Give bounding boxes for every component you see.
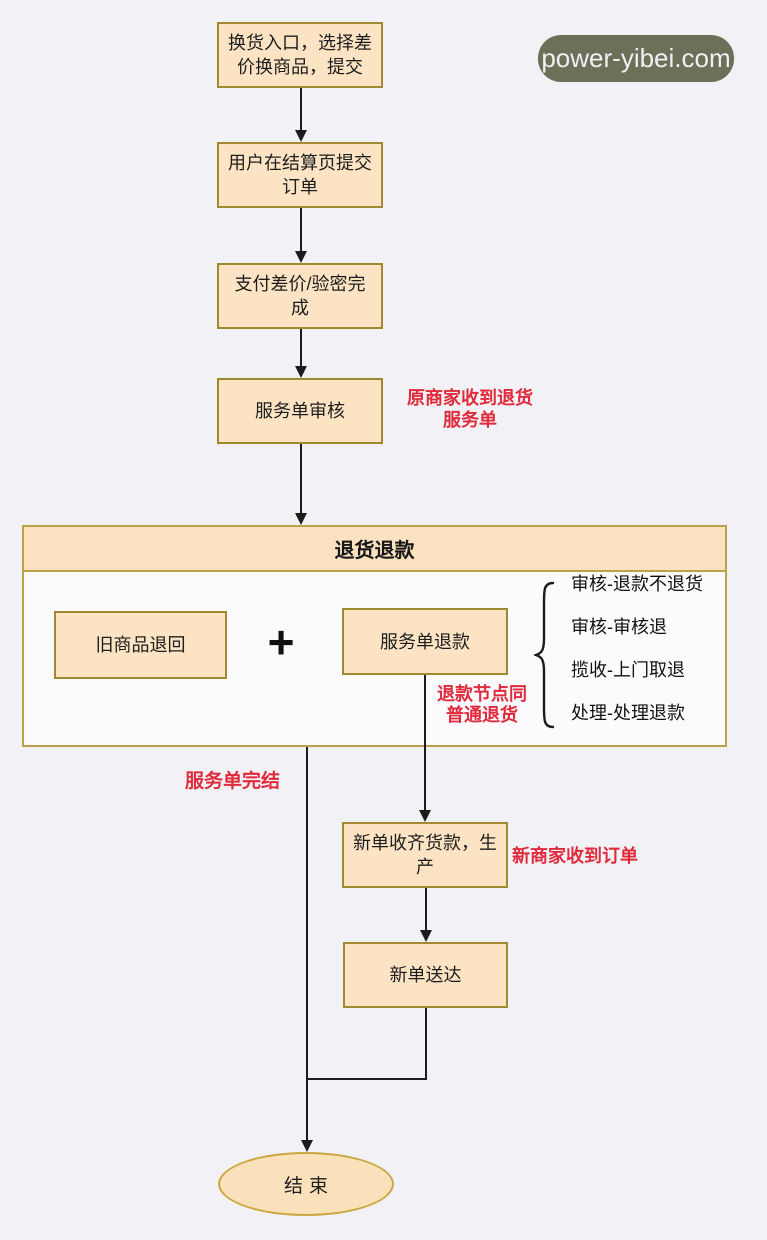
watermark-badge: power-yibei.com xyxy=(538,35,734,82)
node-pay-difference: 支付差价/验密完成 xyxy=(217,263,383,329)
arrow-down-icon-4 xyxy=(295,513,307,525)
connector-line-2 xyxy=(300,208,302,251)
node-exchange-entry: 换货入口，选择差价换商品，提交 xyxy=(217,22,383,88)
node-service-review-label: 服务单审核 xyxy=(255,401,345,421)
group-title: 退货退款 xyxy=(334,540,415,562)
arrow-down-icon-3 xyxy=(295,366,307,378)
connector-line-left xyxy=(306,747,308,1140)
arrow-down-icon-6 xyxy=(420,930,432,942)
node-service-refund-label: 服务单退款 xyxy=(380,631,470,652)
refund-steps-list: 审核-退款不退货 审核-审核退 揽收-上门取退 处理-处理退款 xyxy=(571,572,703,725)
refund-step-item: 处理-处理退款 xyxy=(571,703,685,723)
refund-step-item: 审核-退款不退货 xyxy=(571,574,703,594)
connector-line-1 xyxy=(300,88,302,130)
node-service-review: 服务单审核 xyxy=(217,378,383,444)
node-pay-difference-label: 支付差价/验密完成 xyxy=(234,274,366,318)
refund-step-item: 揽收-上门取退 xyxy=(571,660,685,680)
connector-line-5 xyxy=(424,675,426,810)
node-old-product-return-label: 旧商品退回 xyxy=(95,635,186,655)
watermark-text: power-yibei.com xyxy=(541,43,731,73)
node-submit-order: 用户在结算页提交订单 xyxy=(217,142,383,208)
connector-line-7 xyxy=(425,1008,427,1080)
connector-line-4 xyxy=(300,444,302,513)
group-header: 退货退款 xyxy=(24,527,725,572)
node-end: 结束 xyxy=(218,1152,394,1216)
plus-icon: + xyxy=(267,616,295,668)
annotation-new-merchant-received: 新商家收到订单 xyxy=(512,846,638,866)
brace-icon xyxy=(532,580,558,735)
arrow-down-icon-5 xyxy=(419,810,431,822)
node-new-order-delivered-label: 新单送达 xyxy=(389,965,462,985)
node-end-label: 结束 xyxy=(283,1175,334,1197)
node-submit-order-label: 用户在结算页提交订单 xyxy=(228,153,372,197)
arrow-down-icon-1 xyxy=(295,130,307,142)
connector-line-3 xyxy=(300,329,302,366)
connector-line-6 xyxy=(425,888,427,930)
connector-line-8 xyxy=(306,1078,427,1080)
node-new-order-production: 新单收齐货款，生产 xyxy=(342,822,508,888)
node-service-refund: 服务单退款 xyxy=(342,608,508,675)
node-exchange-entry-label: 换货入口，选择差价换商品，提交 xyxy=(228,33,372,77)
node-new-order-production-label: 新单收齐货款，生产 xyxy=(353,833,497,877)
annotation-merchant-received-return: 原商家收到退货服务单 xyxy=(407,388,533,430)
node-new-order-delivered: 新单送达 xyxy=(343,942,508,1008)
annotation-service-order-complete: 服务单完结 xyxy=(185,771,281,792)
arrow-down-icon-2 xyxy=(295,251,307,263)
refund-step-item: 审核-审核退 xyxy=(571,617,667,637)
node-old-product-return: 旧商品退回 xyxy=(54,611,227,679)
arrow-down-icon-end xyxy=(301,1140,313,1152)
annotation-refund-node-same: 退款节点同普通退货 xyxy=(437,684,527,725)
